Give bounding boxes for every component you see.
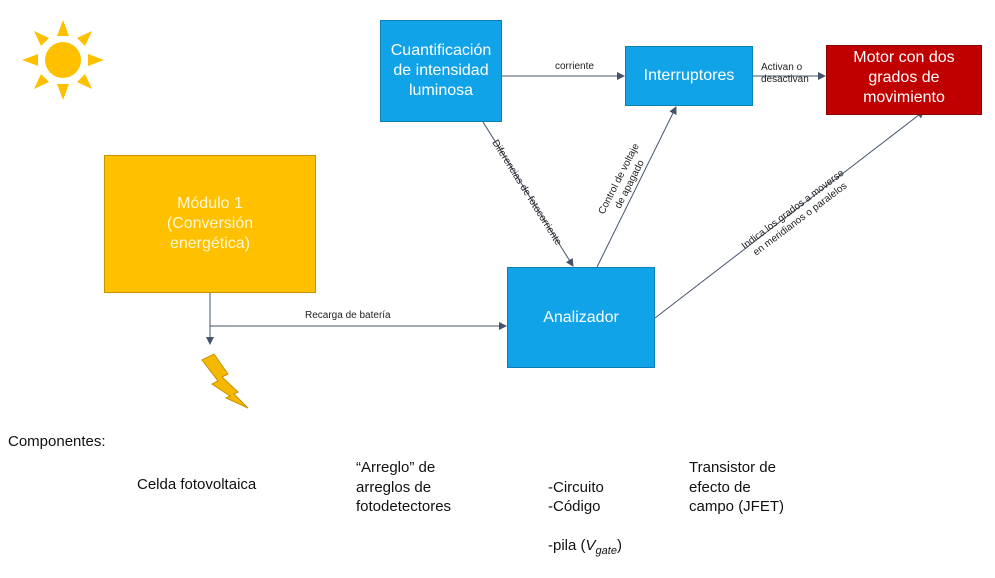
- modulo-box: Módulo 1 (Conversión energética): [104, 155, 316, 293]
- sun-icon: [22, 20, 104, 100]
- edge-indica: [654, 110, 925, 319]
- interruptores-box: Interruptores: [625, 46, 753, 106]
- component-celda: Celda fotovoltaica: [137, 476, 257, 493]
- label-activan: Activan o desactivan: [761, 62, 809, 85]
- label-recarga: Recarga de batería: [305, 310, 391, 321]
- pila-sub: gate: [595, 545, 617, 557]
- cuantificacion-box: Cuantificación de intensidad luminosa: [380, 20, 502, 122]
- component-arreglo: “Arreglo” de arreglos de fotodetectores: [356, 459, 452, 515]
- components-title: Componentes:: [8, 433, 106, 450]
- component-circuito-lines: -Circuito -Código: [548, 478, 604, 516]
- lightning-icon: [201, 353, 249, 409]
- connector-lines: [206, 72, 925, 345]
- component-transistor: Transistor de efecto de campo (JFET): [689, 459, 785, 515]
- edge-control: [596, 106, 677, 268]
- pila-prefix: -pila (: [548, 537, 586, 554]
- label-corriente: corriente: [555, 61, 594, 72]
- edge-diferencias: [482, 121, 574, 267]
- pila-suffix: ): [616, 537, 622, 554]
- pila-v: V: [585, 537, 596, 554]
- analizador-box: Analizador: [507, 267, 655, 368]
- component-pila: -pila (Vgate): [548, 536, 622, 558]
- component-circuito: -Circuito -Código -pila (Vgate): [548, 458, 622, 578]
- motor-box: Motor con dos grados de movimiento: [826, 45, 982, 115]
